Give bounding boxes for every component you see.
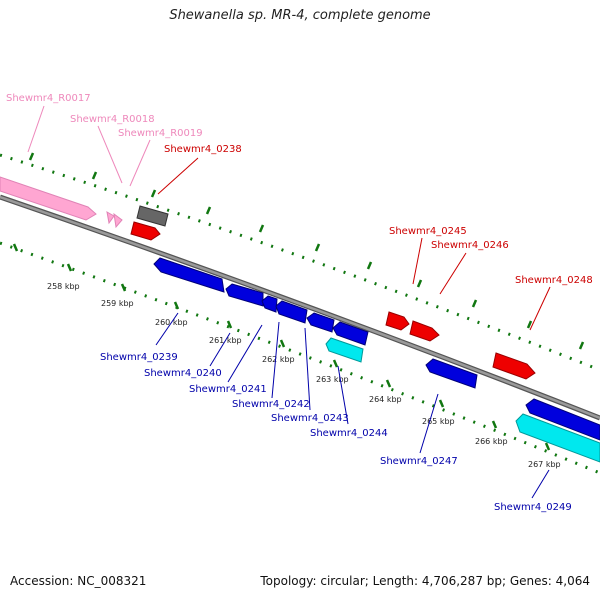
label-0242: Shewmr4_0242 xyxy=(232,399,310,410)
leader-0249 xyxy=(531,469,550,499)
gene-Shewmr4_0244[interactable] xyxy=(325,337,364,363)
rna-feature-R0018[interactable] xyxy=(106,211,115,225)
gene-Shewmr4_0245-a[interactable] xyxy=(385,311,410,331)
label-0246: Shewmr4_0246 xyxy=(431,240,509,251)
scale-label-263: 263 kbp xyxy=(316,375,349,384)
genome-backbone-inner xyxy=(0,195,600,420)
label-R0019: Shewmr4_R0019 xyxy=(118,128,203,139)
leader-0240 xyxy=(209,332,231,367)
rna-feature-R0017[interactable] xyxy=(0,176,97,221)
label-0244: Shewmr4_0244 xyxy=(310,428,388,439)
map-title: Shewanella sp. MR-4, complete genome xyxy=(169,8,431,23)
leader-0242 xyxy=(271,321,280,399)
gene-Shewmr4_0243[interactable] xyxy=(306,312,335,333)
leader-0241 xyxy=(227,324,263,383)
topology-text: Topology: circular; Length: 4,706,287 bp… xyxy=(260,574,590,588)
leader-R0018 xyxy=(97,125,123,184)
leader-R0019 xyxy=(129,139,151,187)
scale-label-259: 259 kbp xyxy=(101,299,134,308)
scale-label-264: 264 kbp xyxy=(369,395,402,404)
reverse-major-ticks xyxy=(12,243,551,451)
scale-label-262: 262 kbp xyxy=(262,355,295,364)
leader-0248 xyxy=(529,286,551,331)
forward-major-ticks xyxy=(28,152,585,350)
scale-label-266: 266 kbp xyxy=(475,437,508,446)
reverse-scale-ring xyxy=(0,241,600,475)
accession-text: Accession: NC_008321 xyxy=(10,574,147,588)
gene-Shewmr4_0238[interactable] xyxy=(130,221,161,241)
scale-label-265: 265 kbp xyxy=(422,417,455,426)
leader-0245 xyxy=(412,237,423,285)
leader-0243 xyxy=(304,327,311,411)
gene-Shewmr4_0249[interactable] xyxy=(525,398,600,441)
leader-0238 xyxy=(157,157,199,195)
gene-Shewmr4_0247[interactable] xyxy=(425,358,478,389)
label-0240: Shewmr4_0240 xyxy=(144,368,222,379)
rna-feature-R0019[interactable] xyxy=(113,212,123,229)
label-0249: Shewmr4_0249 xyxy=(494,502,572,513)
gene-Shewmr4_0242[interactable] xyxy=(275,300,308,324)
gene-Shewmr4_0248[interactable] xyxy=(492,352,536,380)
leader-0247 xyxy=(419,393,439,454)
label-0243: Shewmr4_0243 xyxy=(271,413,349,424)
label-0241: Shewmr4_0241 xyxy=(189,384,267,395)
leader-0239 xyxy=(155,312,179,346)
scale-label-267: 267 kbp xyxy=(528,460,561,469)
forward-scale-ring xyxy=(0,153,600,372)
label-0248: Shewmr4_0248 xyxy=(515,275,593,286)
label-R0018: Shewmr4_R0018 xyxy=(70,114,155,125)
gene-Shewmr4_0243b[interactable] xyxy=(332,321,369,346)
leader-0244 xyxy=(337,365,349,425)
scale-label-258: 258 kbp xyxy=(47,282,80,291)
label-0247: Shewmr4_0247 xyxy=(380,456,458,467)
label-0245: Shewmr4_0245 xyxy=(389,226,467,237)
gene-Shewmr4_0245-b[interactable] xyxy=(409,320,440,342)
leader-0246 xyxy=(439,252,467,295)
gene-Shewmr4_0239[interactable] xyxy=(153,257,225,293)
label-0238: Shewmr4_0238 xyxy=(164,144,242,155)
leader-R0017 xyxy=(27,105,45,153)
label-0239: Shewmr4_0239 xyxy=(100,352,178,363)
gene-Shewmr4_0241[interactable] xyxy=(261,295,278,313)
forward-feature-grey[interactable] xyxy=(136,205,169,227)
label-R0017: Shewmr4_R0017 xyxy=(6,93,91,104)
gene-Shewmr4_0240[interactable] xyxy=(225,283,264,307)
gene-Shewmr4_0249-cyan[interactable] xyxy=(515,413,600,463)
